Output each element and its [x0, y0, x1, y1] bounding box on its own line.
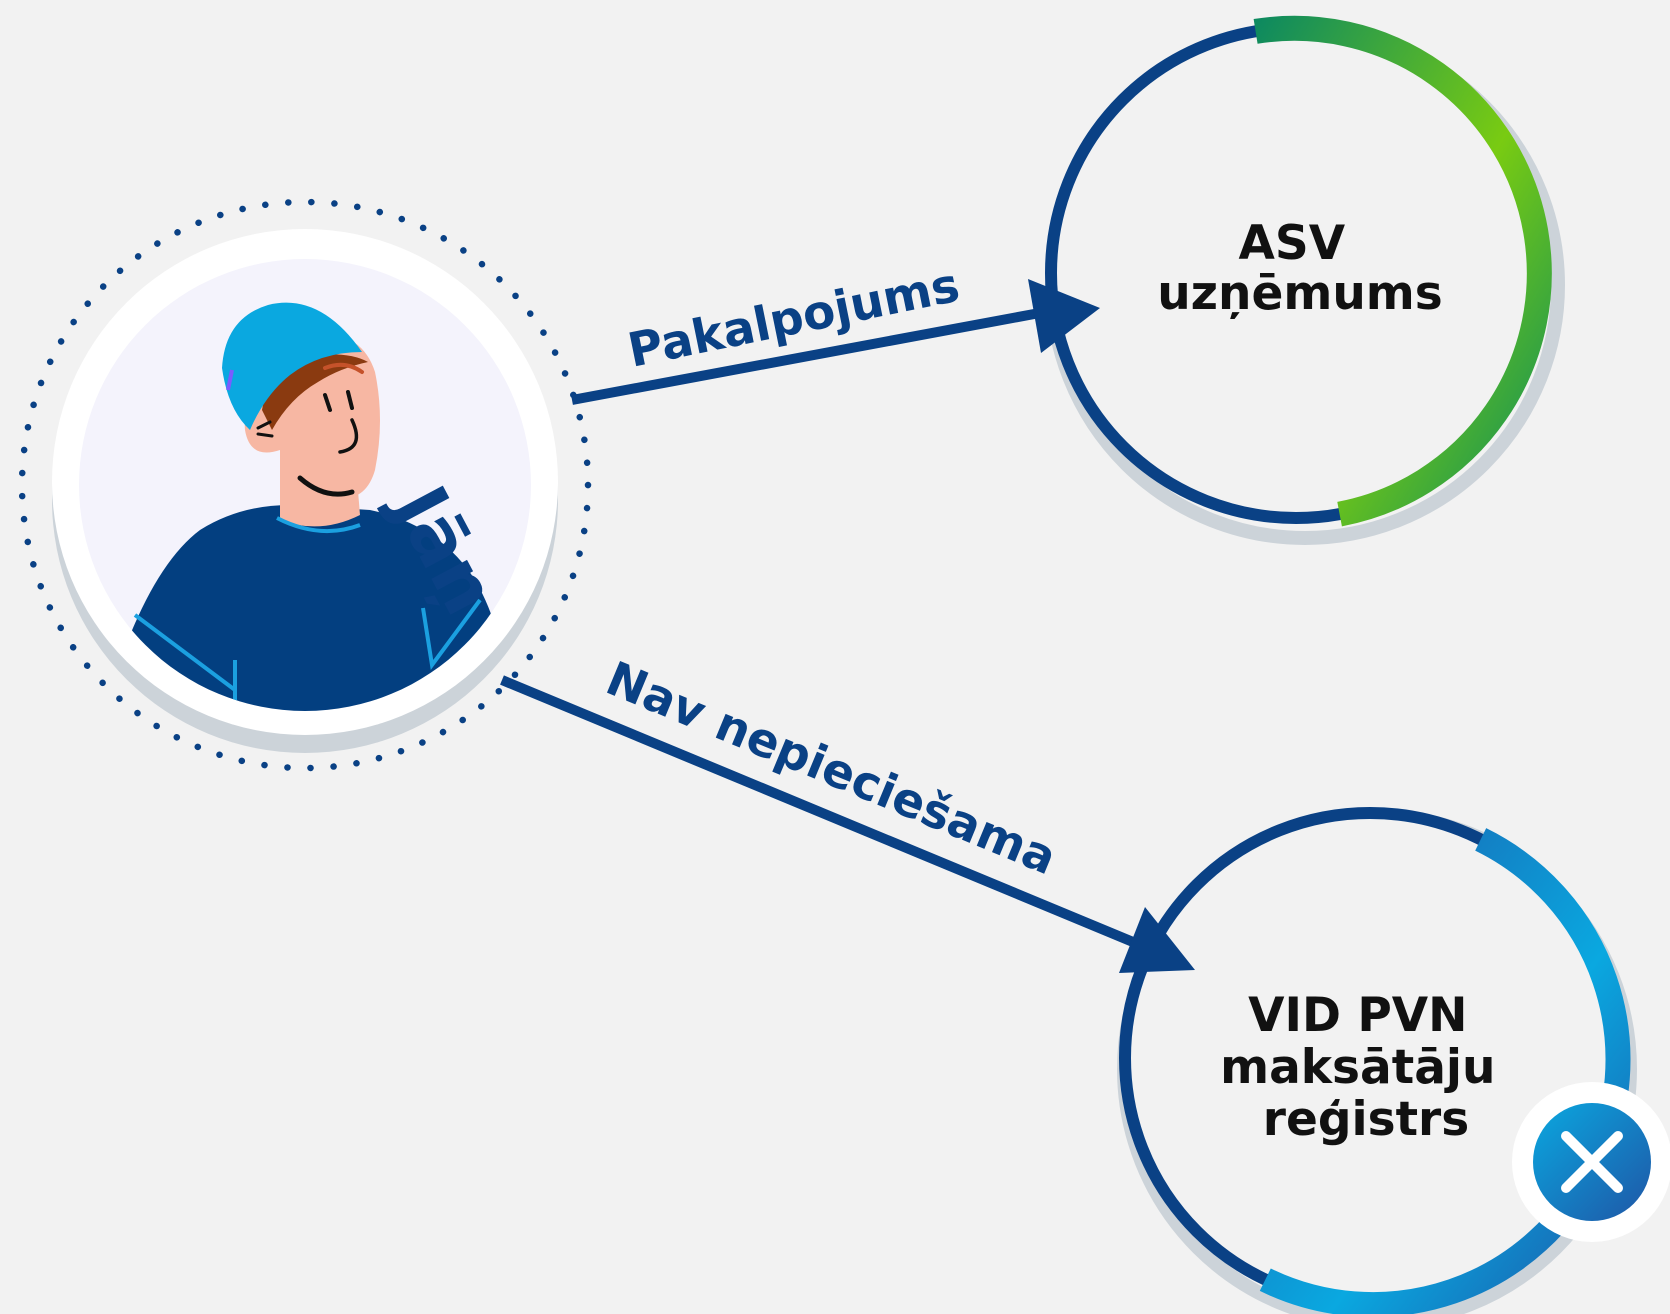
edge-pakalpojums-arrowhead	[1028, 279, 1100, 353]
vid-node-line-3: reģistrs	[1263, 1092, 1469, 1147]
edge-nav-nepieciesama-line	[500, 675, 1147, 952]
edge-pakalpojums: Pakalpojums	[571, 258, 1100, 405]
person-avatar-icon	[120, 302, 506, 711]
vid-node: VID PVN maksātāju reģistrs	[1117, 807, 1670, 1314]
asv-node-accent-arc	[1253, 15, 1552, 527]
close-icon	[1512, 1082, 1670, 1242]
asv-node-line-1: ASV	[1239, 216, 1346, 271]
person-node: Jāņ	[18, 198, 592, 772]
asv-node-title: ASV uzņēmums	[1157, 216, 1443, 321]
asv-node: ASV uzņēmums	[1045, 15, 1565, 545]
edge-pakalpojums-line	[571, 307, 1046, 405]
vid-node-title: VID PVN maksātāju reģistrs	[1220, 988, 1512, 1147]
edge-nav-nepieciesama-arrowhead	[1119, 907, 1195, 973]
asv-node-disc	[1051, 28, 1541, 518]
edge-nav-nepieciesama: Nav nepieciešama	[500, 651, 1195, 973]
asv-node-line-2: uzņēmums	[1157, 266, 1443, 321]
vid-node-line-2: maksātāju	[1220, 1040, 1495, 1095]
vid-node-line-1: VID PVN	[1248, 988, 1467, 1043]
edge-nav-nepieciesama-label: Nav nepieciešama	[598, 651, 1064, 886]
vid-node-disc	[1125, 813, 1615, 1303]
person-dotted-ring	[18, 198, 592, 772]
